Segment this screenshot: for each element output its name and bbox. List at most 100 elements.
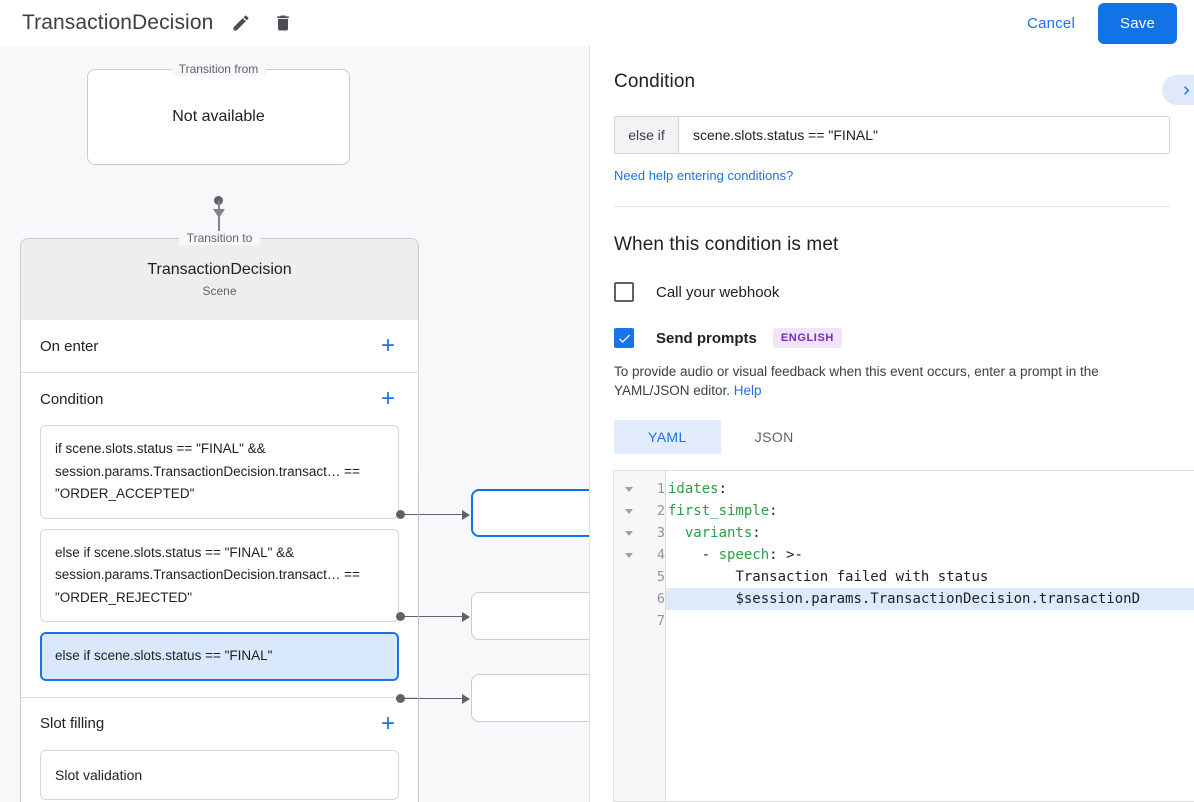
- line-number: 1: [656, 481, 665, 497]
- code-indent: [668, 569, 735, 585]
- fold-toggle-7: [614, 610, 644, 632]
- code-rest: Transaction failed with status: [735, 569, 989, 585]
- page-title: TransactionDecision: [22, 11, 214, 34]
- add-on-enter-button[interactable]: +: [376, 334, 400, 358]
- line-number: 7: [656, 613, 665, 629]
- target-box-1[interactable]: [471, 489, 589, 537]
- transition-to-node[interactable]: Transition to TransactionDecision Scene: [20, 231, 419, 320]
- code-rest: :: [752, 525, 761, 541]
- code-indent: [668, 525, 685, 541]
- section-condition: Condition + if scene.slots.status == "FI…: [21, 373, 418, 698]
- line-number: 6: [656, 591, 665, 607]
- lane-divider-line: [418, 476, 419, 802]
- code-indent: -: [668, 547, 719, 563]
- code-rest: : >-: [769, 547, 803, 563]
- condition-input-row[interactable]: else if: [614, 116, 1170, 154]
- code-line[interactable]: [666, 610, 1194, 632]
- transition-to-title: TransactionDecision: [147, 261, 292, 278]
- fold-toggle-1[interactable]: [614, 478, 644, 500]
- add-condition-button[interactable]: +: [376, 387, 400, 411]
- slot-validation-card[interactable]: Slot validation: [40, 749, 399, 800]
- when-condition-met-section: When this condition is met Call your web…: [590, 207, 1194, 454]
- editor-line-numbers: 1 2 3 4 5 6 7: [644, 471, 666, 801]
- code-rest: :: [718, 481, 728, 497]
- add-slot-filling-button[interactable]: +: [376, 711, 400, 736]
- save-button[interactable]: Save: [1098, 2, 1177, 44]
- condition-card-1[interactable]: if scene.slots.status == "FINAL" && sess…: [40, 425, 399, 519]
- chevron-down-icon: [625, 486, 633, 492]
- fold-toggle-2[interactable]: [614, 500, 644, 522]
- code-rest: $session.params.TransactionDecision.tran…: [735, 591, 1141, 607]
- target-box-3[interactable]: [471, 674, 589, 722]
- call-webhook-row[interactable]: Call your webhook: [614, 282, 1170, 302]
- target-box-2[interactable]: [471, 592, 589, 640]
- editor-code-area[interactable]: idates:first_simple: variants: - speech:…: [666, 471, 1194, 801]
- line-number: 5: [656, 569, 665, 585]
- edge-arrow-3: [462, 694, 470, 704]
- send-prompts-checkbox[interactable]: [614, 328, 634, 348]
- section-title-condition: Condition: [40, 390, 104, 408]
- condition-card-3-text: else if scene.slots.status == "FINAL": [55, 648, 273, 663]
- trash-icon-svg: [277, 15, 290, 31]
- call-webhook-checkbox[interactable]: [614, 282, 634, 302]
- cancel-button[interactable]: Cancel: [1013, 6, 1089, 41]
- section-slot-filling: Slot filling + Slot validation: [21, 698, 418, 802]
- connector-arrow-down: [213, 209, 225, 218]
- app-header: TransactionDecision Cancel Save: [0, 0, 1194, 46]
- transition-to-subtitle: Scene: [202, 284, 237, 298]
- edge-dot-3: [396, 694, 405, 703]
- edge-dot-1: [396, 510, 405, 519]
- edge-arrow-1: [462, 510, 470, 520]
- edge-line-1: [404, 514, 466, 515]
- line-number: 3: [656, 525, 665, 541]
- code-key: idates: [668, 481, 719, 497]
- code-line[interactable]: idates:: [666, 478, 1194, 500]
- need-help-entering-conditions-link[interactable]: Need help entering conditions?: [614, 168, 794, 183]
- code-line[interactable]: Transaction failed with status: [666, 566, 1194, 588]
- pencil-icon-svg: [233, 15, 249, 31]
- fold-toggle-5: [614, 566, 644, 588]
- edge-line-2: [404, 616, 466, 617]
- connector-dot-from: [214, 196, 223, 205]
- section-title-slot-filling: Slot filling: [40, 715, 105, 732]
- help-link[interactable]: Help: [733, 383, 762, 398]
- language-badge: ENGLISH: [772, 328, 842, 348]
- code-line[interactable]: first_simple:: [666, 500, 1194, 522]
- edge-line-3: [404, 698, 466, 699]
- code-line[interactable]: - speech: >-: [666, 544, 1194, 566]
- chevron-right-icon-svg: [1183, 85, 1189, 95]
- line-number: 4: [656, 547, 665, 563]
- scene-sections-panel: On enter + Condition + if scene.slots.st…: [20, 320, 419, 802]
- section-title-on-enter: On enter: [40, 337, 99, 355]
- send-prompts-row[interactable]: Send prompts ENGLISH: [614, 328, 1170, 348]
- pencil-icon[interactable]: [227, 9, 255, 37]
- transition-from-node[interactable]: Transition from Not available: [87, 62, 350, 165]
- chevron-right-icon[interactable]: [1162, 75, 1194, 105]
- code-line[interactable]: $session.params.TransactionDecision.tran…: [666, 588, 1194, 610]
- code-line[interactable]: variants:: [666, 522, 1194, 544]
- tab-yaml[interactable]: YAML: [614, 420, 721, 454]
- condition-prefix-label: else if: [615, 117, 679, 153]
- when-condition-met-heading: When this condition is met: [614, 234, 839, 255]
- condition-expression-input[interactable]: [679, 117, 1169, 153]
- scene-graph-canvas[interactable]: Transition from Not available Transition…: [0, 46, 589, 802]
- editor-fold-gutter[interactable]: [614, 471, 644, 801]
- header-actions: Cancel Save: [1013, 2, 1194, 44]
- transition-from-title: Not available: [172, 108, 265, 125]
- check-icon: [618, 333, 630, 343]
- fold-toggle-6: [614, 588, 644, 610]
- tab-json[interactable]: JSON: [721, 420, 828, 454]
- fold-toggle-3[interactable]: [614, 522, 644, 544]
- chevron-down-icon: [625, 552, 633, 558]
- section-divider: [614, 206, 1170, 207]
- section-on-enter: On enter +: [21, 320, 418, 373]
- condition-card-2[interactable]: else if scene.slots.status == "FINAL" &&…: [40, 528, 399, 622]
- fold-toggle-4[interactable]: [614, 544, 644, 566]
- line-number: 2: [656, 503, 665, 519]
- condition-card-3[interactable]: else if scene.slots.status == "FINAL": [40, 632, 399, 681]
- trash-icon[interactable]: [269, 9, 297, 37]
- code-rest: :: [769, 503, 778, 519]
- edge-dot-2: [396, 612, 405, 621]
- send-prompts-label: Send prompts: [656, 329, 757, 347]
